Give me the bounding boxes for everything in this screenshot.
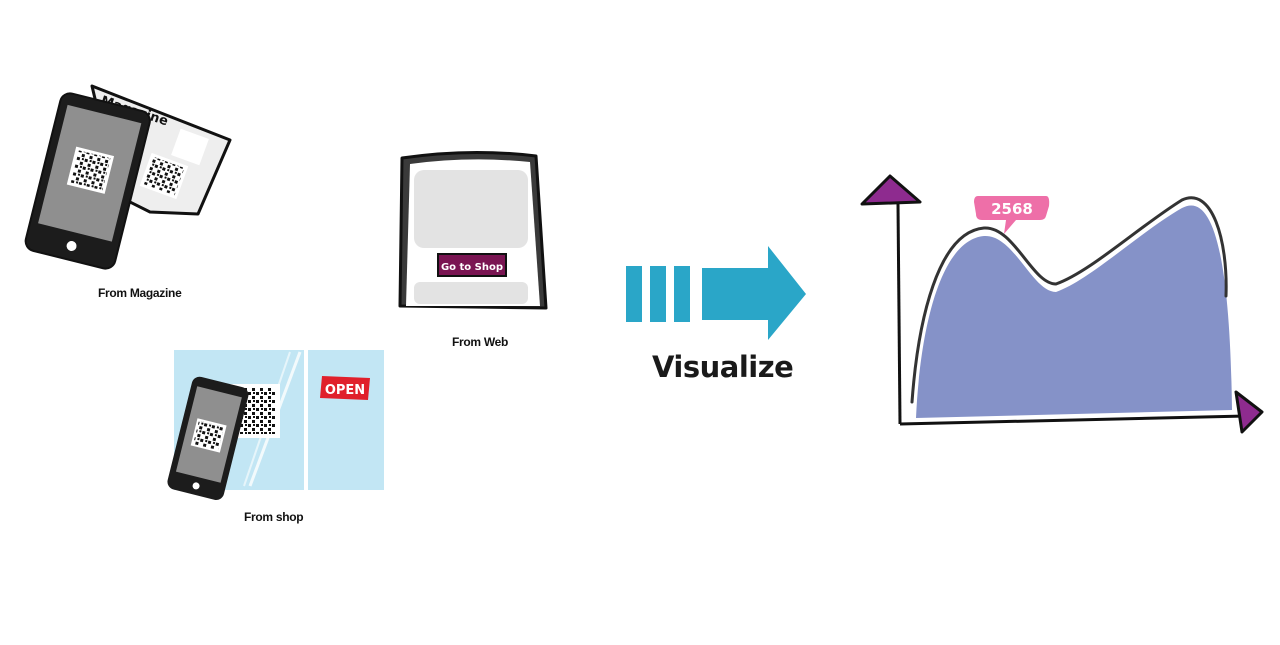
y-axis-arrow-icon (860, 174, 922, 206)
phone-shop-icon (167, 376, 249, 500)
chart-area (916, 205, 1232, 418)
visualize-arrow-icon (626, 246, 806, 340)
from-magazine-caption: From Magazine (98, 286, 182, 300)
visualize-label: Visualize (652, 350, 794, 384)
arrow-bar-2 (650, 266, 666, 322)
arrow-bar-1 (626, 266, 642, 322)
from-web-caption: From Web (452, 335, 509, 349)
from-shop-caption: From shop (244, 510, 304, 524)
phone-magazine-icon (24, 92, 151, 270)
x-axis-line (899, 414, 1247, 426)
open-sign-label: OPEN (325, 383, 365, 398)
result-chart-illustration: 2568 (860, 174, 1264, 434)
web-content-placeholder (414, 170, 528, 248)
arrow-bar-3 (674, 266, 690, 322)
peak-value-callout: 2568 (974, 196, 1050, 234)
x-axis-arrow-icon (1234, 390, 1264, 434)
magazine-qr-code-icon (139, 152, 189, 200)
go-to-shop-label: Go to Shop (441, 262, 503, 273)
go-to-shop-button: Go to Shop (437, 253, 507, 277)
y-axis-line (896, 203, 902, 425)
open-sign: OPEN (320, 376, 370, 400)
web-illustration: Go to Shop (398, 150, 548, 310)
magazine-illustration: Magazine (24, 84, 232, 270)
shop-door-right (308, 350, 384, 490)
chart-outline (910, 196, 1228, 404)
peak-value-label: 2568 (991, 200, 1033, 218)
shop-illustration: OPEN (167, 350, 384, 500)
arrow-head (702, 246, 806, 340)
